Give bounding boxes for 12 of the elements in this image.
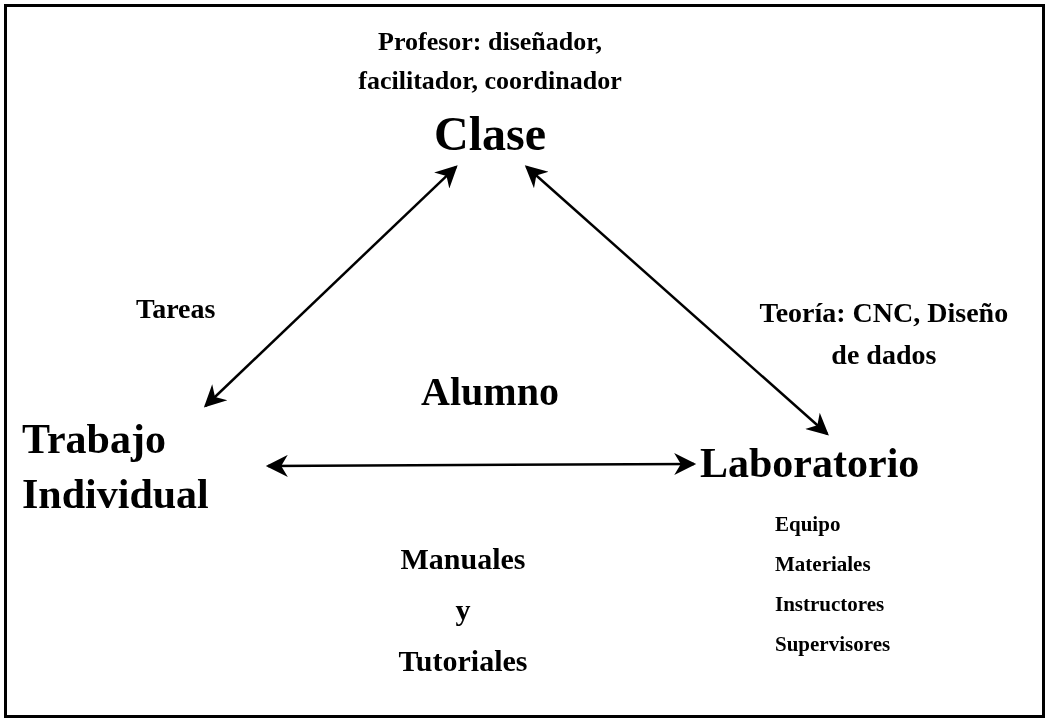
edge-label: Manuales y Tutoriales: [398, 541, 528, 680]
node-note: Profesor: diseñador, facilitador, coordinador: [357, 26, 623, 97]
edge-label: Tareas: [135, 291, 217, 326]
double-arrow: [524, 165, 829, 436]
node-note: Equipo Materiales Instructores Supervisores: [775, 511, 892, 658]
node-label: Laboratorio: [700, 440, 1020, 487]
edge-label: Teoría: CNC, Diseño de dados: [758, 296, 1010, 373]
double-arrow: [203, 165, 458, 408]
node-label: Clase: [400, 108, 580, 161]
node-label: Trabajo Individual: [22, 412, 262, 522]
center-label: Alumno: [420, 368, 560, 415]
double-arrow: [265, 453, 697, 477]
